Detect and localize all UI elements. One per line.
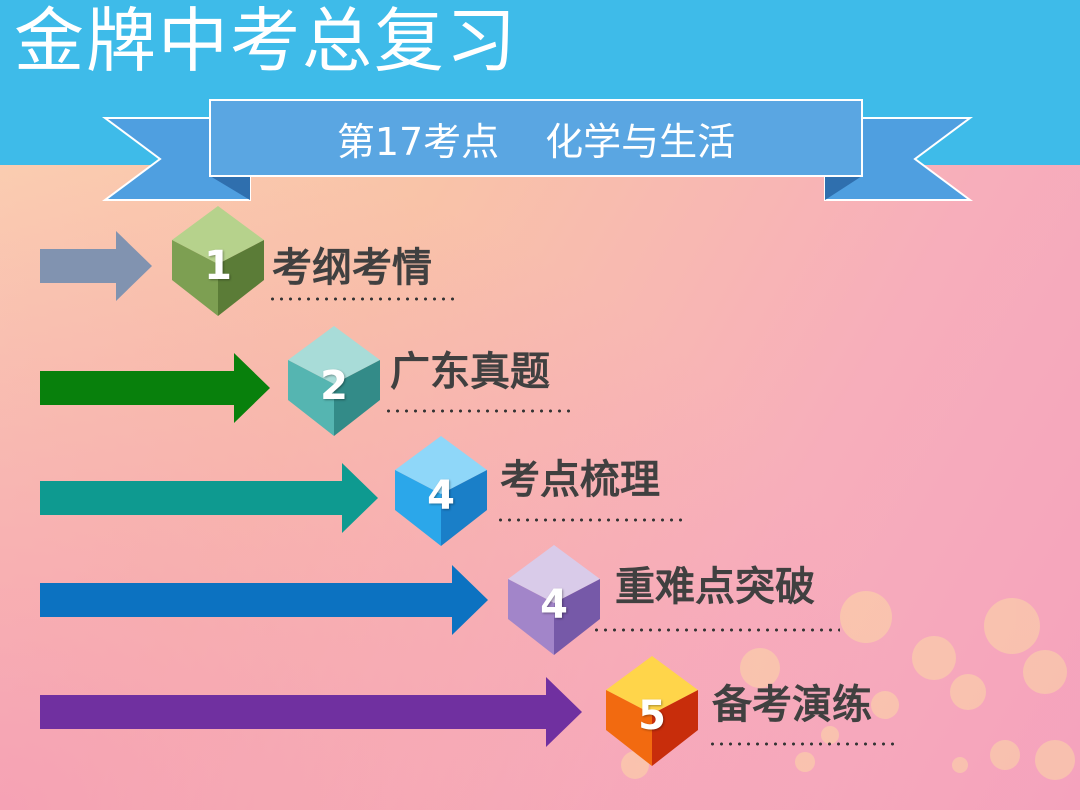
dotted-leader — [708, 742, 900, 746]
dotted-leader — [496, 518, 686, 522]
dotted-leader — [384, 409, 574, 413]
arrow-icon — [40, 231, 152, 301]
subtitle-text: 第17考点 化学与生活 — [210, 100, 862, 176]
subtitle-point: 第17考点 — [336, 119, 500, 164]
item-label: 重难点突破 — [615, 564, 815, 610]
item-number: 4 — [427, 473, 455, 519]
item-number: 4 — [540, 582, 568, 628]
item-label: 广东真题 — [390, 349, 550, 395]
number-gem-icon: 5 — [606, 656, 698, 766]
number-gem-icon: 4 — [395, 436, 487, 546]
item-number: 2 — [320, 363, 348, 409]
dotted-leader — [268, 297, 458, 301]
number-gem-icon: 1 — [172, 206, 264, 316]
dotted-leader — [592, 628, 840, 632]
item-label: 考点梳理 — [500, 457, 660, 503]
main-title: 金牌中考总复习 — [14, 0, 518, 82]
number-gem-icon: 4 — [508, 545, 600, 655]
item-number: 5 — [638, 693, 666, 739]
subtitle-ribbon — [101, 99, 974, 201]
arrow-icon — [40, 353, 270, 423]
number-gem-icon: 2 — [288, 326, 380, 436]
arrow-icon — [40, 565, 488, 635]
arrow-icon — [40, 677, 582, 747]
subtitle-topic: 化学与生活 — [545, 119, 736, 164]
item-number: 1 — [204, 243, 232, 289]
item-label: 备考演练 — [712, 682, 872, 728]
arrow-icon — [40, 463, 378, 533]
item-label: 考纲考情 — [272, 245, 432, 291]
